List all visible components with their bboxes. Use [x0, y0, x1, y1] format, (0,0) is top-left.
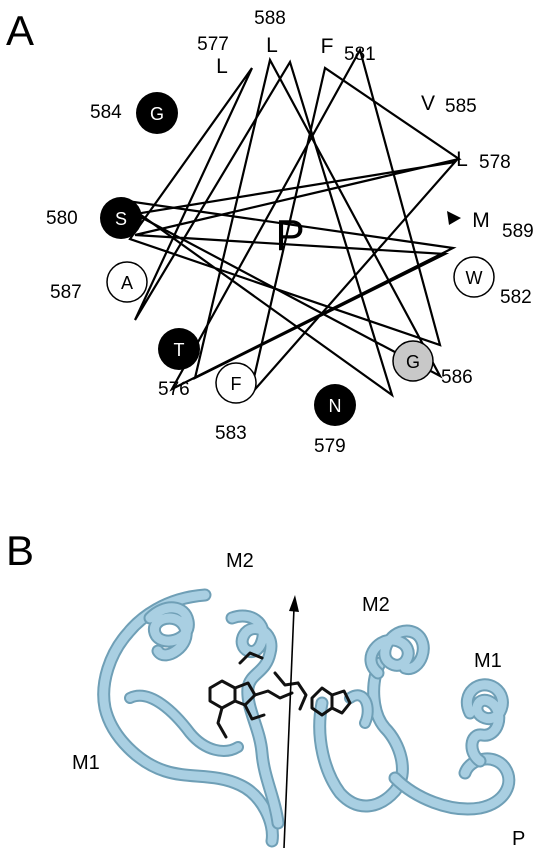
label-m2-left: M2	[226, 550, 254, 572]
residue-number: 587	[50, 282, 82, 303]
residue-circle-white	[215, 362, 257, 404]
residue-letter: F	[231, 374, 242, 394]
pore-center-label: P	[275, 211, 304, 260]
residue-letter: N	[329, 396, 342, 416]
residue-number: 576	[158, 379, 190, 400]
residue-letter: G	[150, 104, 164, 124]
label-m1-right: M1	[474, 650, 502, 672]
residue-circle-black	[314, 384, 356, 426]
label-p: P	[512, 828, 525, 850]
residue-number: 581	[344, 44, 376, 65]
residue-number: 584	[90, 102, 122, 123]
ribbon-structure: M2 M2 M1 M1 P	[72, 550, 525, 850]
residue-letter: G	[406, 352, 420, 372]
helix-direction-arrow	[447, 211, 461, 225]
residue-number: 589	[502, 221, 534, 242]
helix-axis-line	[283, 607, 295, 849]
residue-letter: T	[174, 340, 185, 360]
residue-number: 582	[500, 287, 532, 308]
helix-axis-arrowhead	[289, 595, 299, 612]
residue-letter: L	[456, 148, 468, 171]
wheel-polygon	[131, 56, 462, 396]
residue-number: 588	[254, 8, 286, 29]
residue-letter: L	[266, 34, 278, 57]
panel-b-letter: B	[6, 527, 35, 574]
residue-circle-white	[106, 261, 148, 303]
residue-circle-gray	[392, 340, 434, 382]
residue-number: 577	[197, 34, 229, 55]
residue-letter: M	[472, 209, 490, 232]
residue-circle-black	[136, 92, 178, 134]
residue-circle-black	[100, 197, 142, 239]
residue-number: 580	[46, 208, 78, 229]
side-chain-sticks	[208, 651, 352, 739]
residue-number: 583	[215, 423, 247, 444]
residue-circle-white	[453, 256, 495, 298]
wheel-polygon	[119, 47, 457, 398]
ribbon-left-subunit	[97, 588, 285, 848]
residue-letter: A	[121, 273, 133, 293]
residue-number: 586	[441, 367, 473, 388]
residue-letter: V	[421, 92, 435, 115]
residue-number: 579	[314, 436, 346, 457]
helical-wheel: P 588 L F 581 577 L V 585 G 584 L 578 M …	[46, 8, 534, 457]
ribbon-right-subunit	[313, 624, 516, 816]
residue-circle-black	[158, 328, 200, 370]
residue-letter: S	[115, 209, 127, 229]
residue-letter: F	[321, 35, 334, 58]
residue-number: 585	[445, 96, 477, 117]
residue-letter: W	[466, 268, 483, 288]
label-m2-right: M2	[362, 594, 390, 616]
residue-letter: L	[216, 55, 228, 78]
panel-a-letter: A	[6, 7, 35, 54]
residue-number: 578	[479, 152, 511, 173]
label-m1-left: M1	[72, 752, 100, 774]
